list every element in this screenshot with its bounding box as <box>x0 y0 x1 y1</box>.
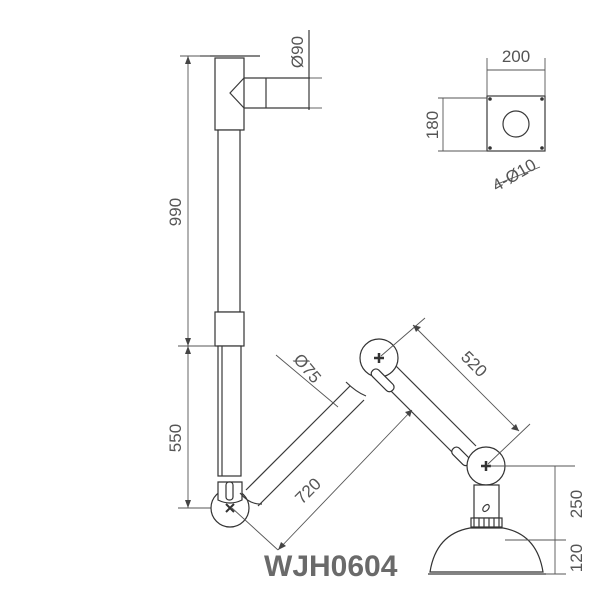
plate-width: 200 <box>502 47 530 66</box>
dim-120: 120 <box>567 544 586 572</box>
arm-1 <box>239 381 367 507</box>
dim-250: 250 <box>567 490 586 518</box>
model-label: WJH0604 <box>264 550 398 583</box>
dim-d75: Ø75 <box>290 350 325 387</box>
dim-550: 550 <box>166 424 185 452</box>
lower-joint <box>210 481 250 528</box>
dim-d90: Ø90 <box>288 36 307 68</box>
vertical-dimensions: 990 550 Ø90 <box>166 36 307 509</box>
hood-joint <box>466 446 575 528</box>
plate-height: 180 <box>423 111 442 139</box>
hood-dimensions: 250 120 <box>505 466 586 575</box>
mount-plate-detail: 200 180 4-Ø10 <box>423 47 546 195</box>
dim-990: 990 <box>166 198 185 226</box>
dim-520: 520 <box>457 347 490 380</box>
dim-720: 720 <box>291 474 324 507</box>
plate-holes: 4-Ø10 <box>489 155 539 195</box>
vertical-pipe <box>214 129 245 477</box>
arm-2 <box>370 365 477 467</box>
hood <box>428 527 546 575</box>
